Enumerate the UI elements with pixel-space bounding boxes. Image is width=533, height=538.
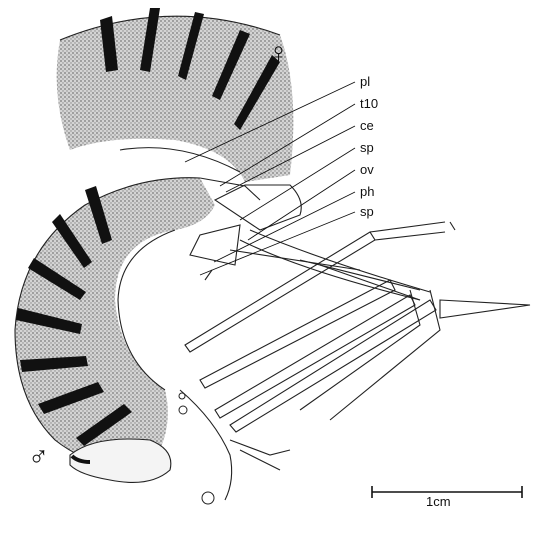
label-sp-2: sp: [360, 204, 374, 219]
scale-bar: 1cm: [372, 486, 522, 509]
label-t10: t10: [360, 96, 378, 111]
label-pl: pl: [360, 74, 370, 89]
label-ph: ph: [360, 184, 374, 199]
female-body: [57, 8, 294, 200]
scale-bar-label: 1cm: [426, 494, 451, 509]
label-ce: ce: [360, 118, 374, 133]
label-sp-1: sp: [360, 140, 374, 155]
male-body: [15, 178, 215, 470]
male-symbol: ♂: [28, 441, 49, 472]
label-ov: ov: [360, 162, 374, 177]
legs: [185, 222, 530, 470]
female-symbol: ♀: [268, 37, 289, 68]
labels: pl t10 ce sp ov ph sp: [360, 74, 378, 219]
